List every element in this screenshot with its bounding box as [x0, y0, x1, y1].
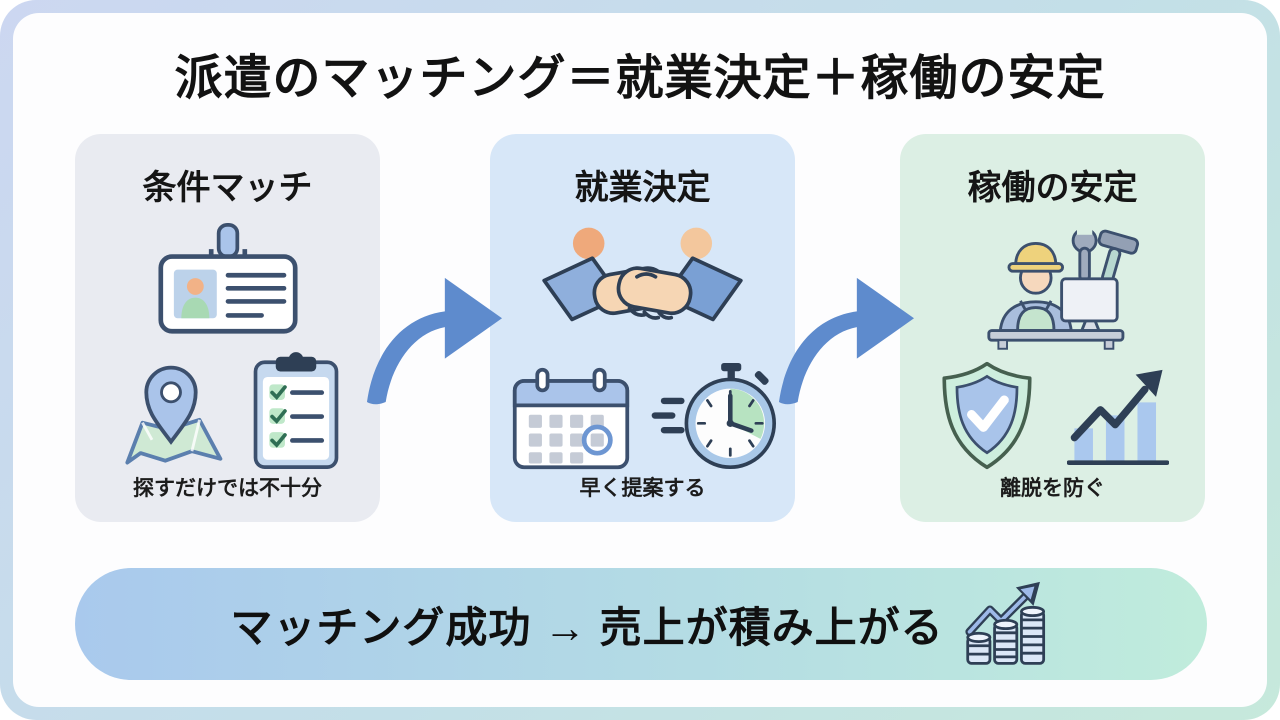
checklist-icon — [253, 352, 338, 469]
stopwatch-icon — [651, 362, 776, 470]
flow-arrow-icon — [778, 277, 915, 405]
flow-arrow-icon — [366, 277, 503, 405]
card-caption: 早く提案する — [579, 477, 706, 500]
page-title: 派遣のマッチング＝就業決定＋稼働の安定 — [174, 52, 1106, 105]
worker-at-desk-icon — [986, 225, 1139, 350]
card-caption: 離脱を防ぐ — [1000, 477, 1105, 500]
step-card-condition-match: 条件マッチ — [75, 134, 380, 522]
card-title: 条件マッチ — [142, 169, 313, 207]
shield-check-icon — [941, 361, 1032, 470]
card-title: 就業決定 — [574, 169, 711, 207]
banner-text: マッチング成功 → 売上が積み上がる — [230, 603, 944, 651]
map-pin-icon — [124, 365, 222, 465]
growth-chart-icon — [1066, 369, 1169, 465]
card-caption: 探すだけでは不十分 — [133, 477, 322, 500]
handshake-icon — [542, 227, 743, 322]
step-card-stable-operation: 稼働の安定 — [900, 134, 1205, 522]
summary-banner: マッチング成功 → 売上が積み上がる — [75, 568, 1207, 680]
card-title: 稼働の安定 — [967, 169, 1138, 207]
id-badge-icon — [157, 223, 298, 334]
coin-stacks-growth-icon — [965, 581, 1045, 665]
step-card-employment-decision: 就業決定 — [490, 134, 795, 522]
calendar-icon — [512, 367, 629, 470]
